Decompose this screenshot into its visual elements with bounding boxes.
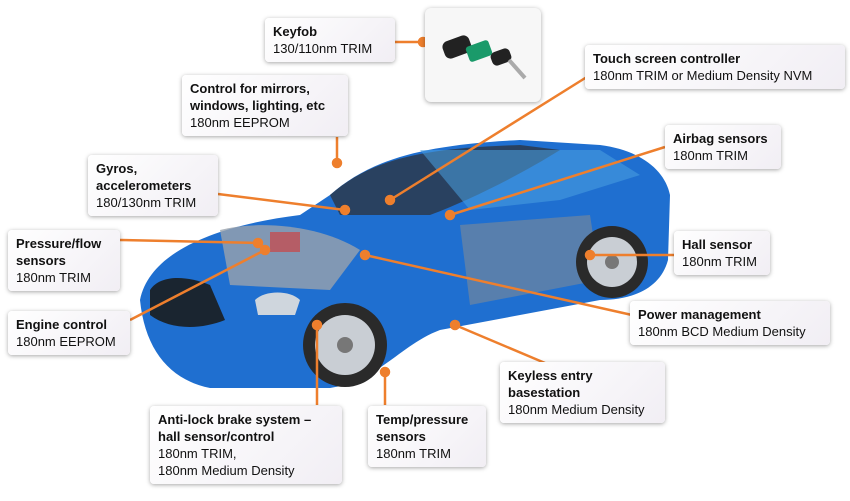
keyfob-image <box>425 8 541 102</box>
leader-lines <box>119 36 676 405</box>
callout-anti-lock-brake: Anti-lock brake system – hall sensor/con… <box>150 406 342 484</box>
callout-mirrors: Control for mirrors, windows, lighting, … <box>182 75 348 136</box>
